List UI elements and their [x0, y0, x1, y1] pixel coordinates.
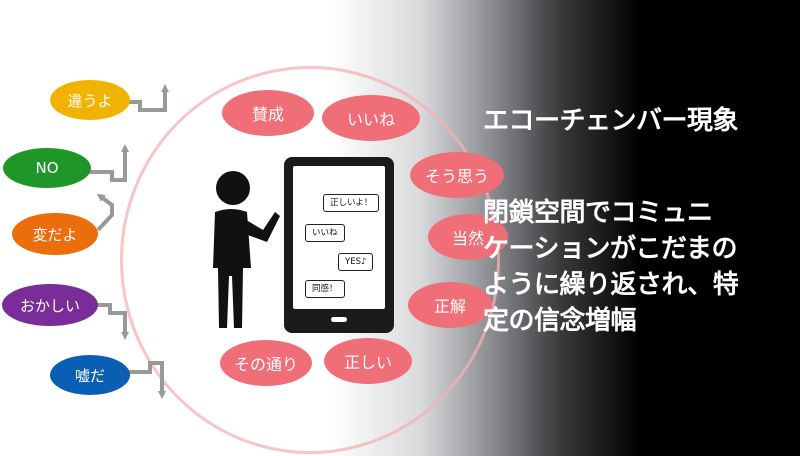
echo-bubble: 正しい	[324, 338, 412, 384]
arrow-1	[125, 84, 169, 112]
outgoing-arrows	[88, 84, 169, 399]
chat-message: 同感！	[305, 280, 345, 298]
diagram-description: 閉鎖空間でコミュニ ケーションがこだまの ように繰り返され、特 定の信念増幅	[483, 195, 795, 339]
outside-opinion-oval: 変だよ	[12, 213, 98, 255]
echo-bubble: 当然	[428, 214, 508, 260]
description-line: 閉鎖空間でコミュニ	[483, 198, 713, 228]
person-silhouette-icon	[213, 171, 280, 328]
echo-bubble-label: いいね	[346, 110, 395, 129]
echo-bubble-label: 正しい	[343, 353, 392, 372]
chat-message: 正しいよ！	[323, 194, 380, 212]
outside-opinion-oval: NO	[3, 148, 91, 188]
description-line: ように繰り返され、特	[483, 270, 739, 300]
echo-bubble-label: 正解	[433, 297, 466, 316]
outside-opinion-oval: おかしい	[2, 284, 98, 326]
outside-opinion-oval: 嘘だ	[50, 355, 130, 395]
outside-opinion-oval: 違うよ	[50, 80, 130, 120]
echo-bubble-label: その通り	[233, 355, 298, 374]
chat-message: いいね	[305, 224, 345, 242]
outside-opinion-label: 違うよ	[67, 91, 113, 110]
echo-bubble: そう思う	[410, 152, 504, 198]
outside-opinion-label: おかしい	[19, 296, 80, 315]
phone-screen: 正しいよ！ いいね YES♪ 同感！	[293, 166, 385, 309]
echo-bubble-label: 賛成	[251, 105, 284, 124]
home-button	[331, 317, 347, 322]
outside-opinion-label: NO	[35, 159, 59, 177]
arrow-2	[88, 144, 129, 182]
arrow-3	[96, 193, 114, 232]
outside-opinion-label: 嘘だ	[74, 366, 105, 385]
outside-opinion-label: 変だよ	[32, 225, 78, 244]
description-line: ケーションがこだまの	[483, 234, 737, 264]
echo-bubble-label: 当然	[451, 229, 484, 248]
echo-bubble: その通り	[220, 340, 312, 386]
chat-message: YES♪	[338, 253, 374, 271]
description-line: 定の信念増幅	[483, 306, 637, 336]
echo-bubble-label: そう思う	[424, 167, 489, 186]
arrow-4	[96, 303, 129, 340]
arrow-5	[117, 361, 166, 399]
echo-bubble: いいね	[322, 95, 420, 141]
smartphone: 正しいよ！ いいね YES♪ 同感！	[284, 157, 394, 333]
echo-chamber-ring	[120, 66, 500, 454]
echo-bubble: 正解	[408, 282, 492, 328]
echo-bubble: 賛成	[222, 90, 314, 136]
diagram-title: エコーチェンバー現象	[483, 106, 739, 136]
